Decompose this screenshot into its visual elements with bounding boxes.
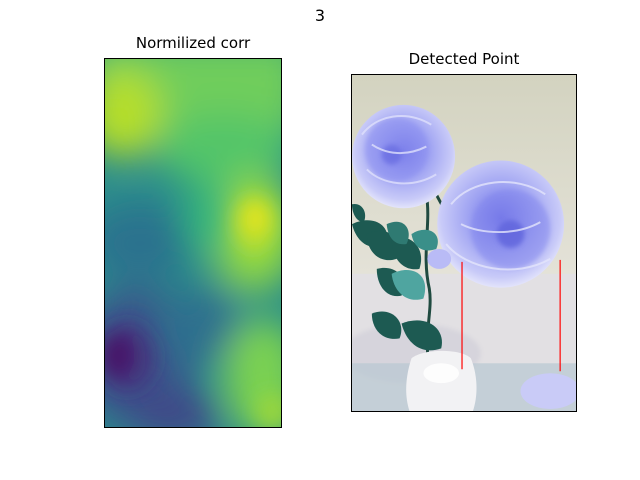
heatmap-bottom: [124, 392, 224, 427]
heatmap-panel: [104, 58, 282, 428]
heatmap-minimum-halo: [105, 322, 157, 393]
teal-leaf: [411, 229, 438, 251]
correlation-heatmap: [105, 59, 281, 427]
leaf: [366, 230, 400, 261]
leaf: [371, 311, 402, 339]
teal-leaf: [391, 270, 426, 300]
leaf: [352, 203, 366, 223]
leaf: [391, 237, 422, 270]
photo-title: Detected Point: [408, 50, 520, 68]
heatmap-upper-mid: [154, 113, 281, 184]
heatmap-lower-mid: [154, 287, 244, 368]
heatmap-left-dark-band: [105, 203, 194, 283]
detected-point-image: [352, 75, 576, 411]
heatmap-peak-halo: [231, 193, 276, 253]
heatmap-center: [184, 178, 234, 258]
left-bloom: [352, 104, 456, 209]
photo-panel: [351, 74, 577, 412]
heatmap-title: Normilized corr: [135, 34, 251, 52]
vase-highlight: [423, 363, 460, 384]
teal-leaf: [386, 221, 409, 245]
heatmap-bottom-right-highlight: [255, 392, 281, 427]
figure-suptitle: 3: [314, 6, 326, 25]
heatmap-hotspot-top-left: [105, 68, 163, 159]
right-bloom: [437, 160, 565, 288]
bud: [427, 248, 452, 269]
bottom-right-petal: [520, 373, 576, 410]
leaf: [401, 320, 442, 351]
